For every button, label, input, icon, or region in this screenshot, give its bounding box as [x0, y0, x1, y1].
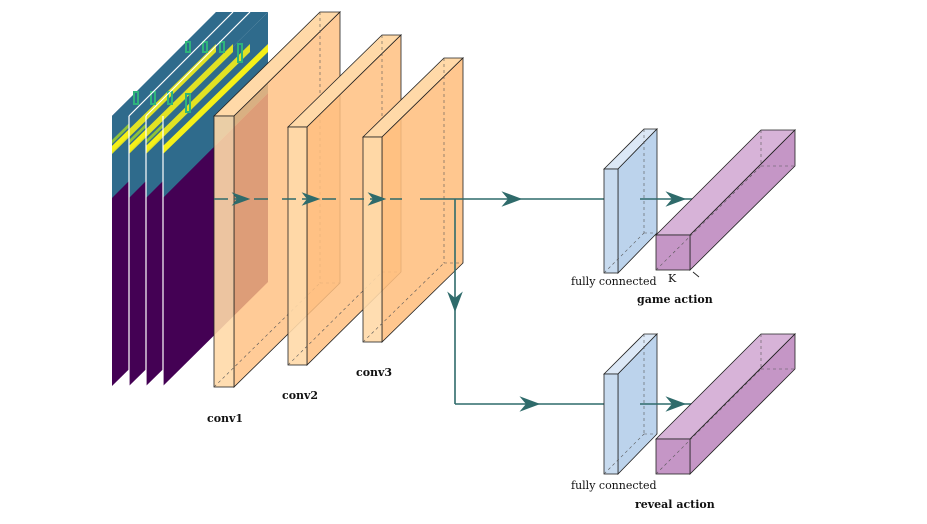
- triangle-arrow-icon: [519, 396, 541, 412]
- fc-bottom-label: fully connected: [571, 479, 657, 492]
- triangle-arrow-icon: [501, 191, 523, 207]
- game-action-label: game action: [637, 293, 713, 306]
- fc-top-block: [603, 128, 658, 274]
- triangle-arrow-icon: [301, 192, 321, 206]
- k-label: K: [668, 272, 677, 285]
- game-action-block: [655, 129, 796, 278]
- head-branch-arrows: [420, 191, 604, 412]
- conv3-label: conv3: [356, 366, 392, 379]
- reveal-action-block: [655, 333, 796, 475]
- conv2-label: conv2: [282, 389, 318, 402]
- triangle-arrow-icon: [665, 191, 687, 207]
- triangle-arrow-icon: [231, 192, 251, 206]
- conv-flow-arrows: [214, 192, 402, 206]
- fc-bottom-block: [603, 333, 658, 475]
- conv2-block: [287, 34, 402, 366]
- triangle-arrow-icon: [367, 192, 387, 206]
- triangle-arrow-icon: [665, 396, 687, 412]
- conv1-label: conv1: [207, 412, 243, 425]
- conv3-block: [362, 57, 464, 343]
- reveal-action-label: reveal action: [635, 498, 715, 511]
- triangle-arrow-icon: [447, 291, 463, 313]
- fc-top-label: fully connected: [571, 275, 657, 288]
